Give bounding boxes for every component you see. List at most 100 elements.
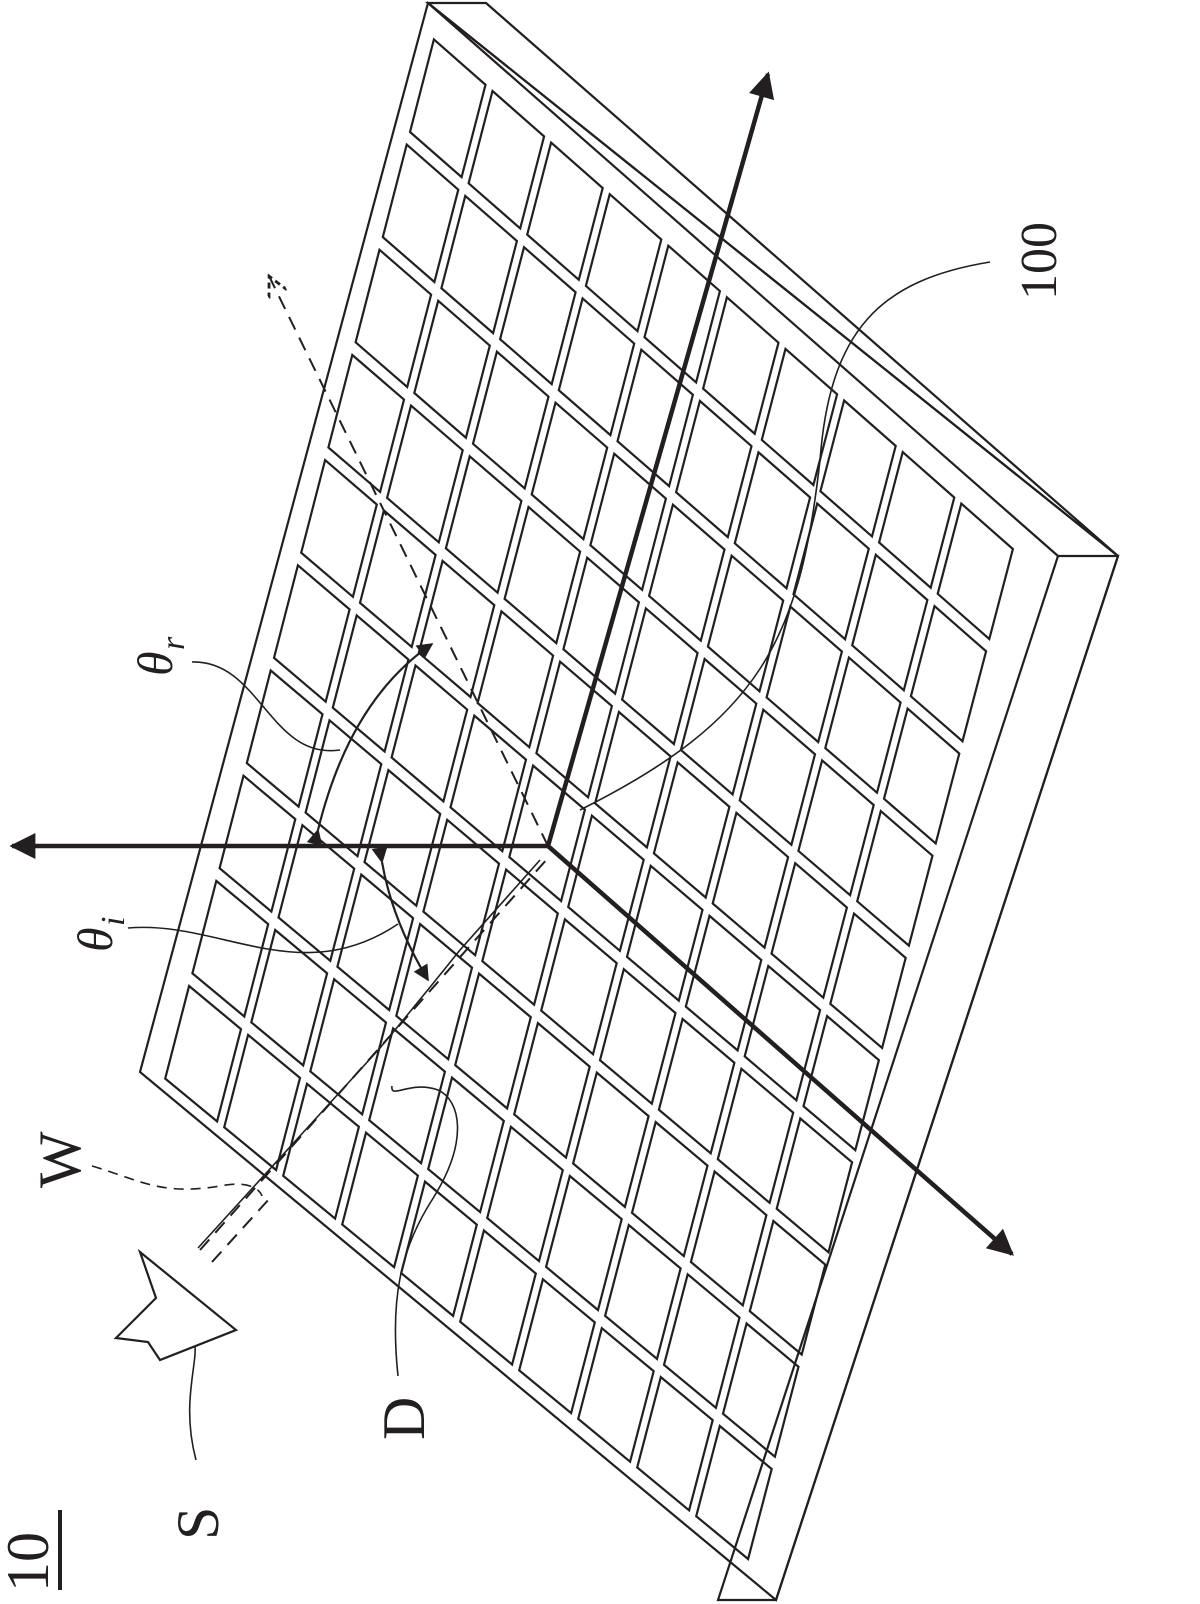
unit-cell: [476, 609, 555, 750]
label-d: D: [371, 1397, 437, 1440]
unit-cell: [530, 400, 609, 542]
unit-cell: [417, 558, 496, 699]
svg-text:θ: θ: [67, 927, 123, 952]
unit-cell: [250, 928, 329, 1068]
unit-cell: [399, 1179, 479, 1318]
unit-cell: [694, 1424, 773, 1561]
label-w: W: [27, 1131, 93, 1188]
unit-cell: [340, 1130, 420, 1270]
unit-cell: [792, 501, 871, 642]
panel-top-face: [138, 1, 1120, 1602]
unit-cell: [367, 1026, 447, 1166]
unit-cell: [222, 1032, 302, 1172]
label-s: S: [165, 1507, 231, 1540]
unit-cell: [647, 502, 726, 643]
unit-cell: [738, 707, 817, 847]
unit-cell: [760, 346, 839, 487]
unit-cell: [635, 1375, 714, 1513]
unit-cell: [571, 1070, 650, 1209]
axis-vertical: [545, 71, 775, 847]
unit-cell: [544, 1174, 623, 1312]
theta-i-arc: [371, 846, 429, 982]
unit-cell: [584, 192, 663, 334]
unit-cell: [765, 604, 844, 744]
label-theta-i: θ i: [67, 917, 132, 952]
unit-cell: [701, 295, 780, 436]
leader-100: [579, 261, 991, 811]
unit-cell: [481, 867, 560, 1007]
unit-cell: [679, 657, 758, 797]
unit-cell: [512, 1021, 591, 1160]
unit-cell: [299, 458, 379, 599]
unit-cell: [643, 243, 722, 385]
unit-cell: [620, 606, 699, 746]
unit-cell: [775, 1116, 854, 1255]
unit-cell: [936, 501, 1015, 641]
unit-cell: [674, 399, 753, 540]
unit-cell: [281, 1081, 361, 1221]
theta-r-arc: [306, 643, 434, 846]
unit-cell: [770, 861, 849, 1000]
leader-w: [91, 1165, 263, 1197]
label-100: 100: [1011, 222, 1068, 300]
unit-cell: [498, 245, 577, 387]
unit-cell: [616, 347, 695, 489]
unit-cell: [163, 984, 243, 1124]
svg-text:i: i: [95, 917, 132, 926]
svg-text:10: 10: [0, 1532, 61, 1592]
unit-cell: [576, 1326, 655, 1464]
unit-cell: [539, 917, 618, 1057]
unit-cell: [711, 810, 790, 950]
distance-path: [197, 859, 541, 1249]
panel-edge: [427, 2, 1059, 557]
unit-cell: [471, 349, 550, 491]
unit-cell: [657, 1017, 736, 1156]
unit-cell: [395, 922, 474, 1062]
unit-cell: [245, 668, 324, 809]
unit-cell: [733, 450, 812, 591]
unit-cell: [877, 450, 956, 590]
unit-cell: [748, 1219, 827, 1357]
source-horn-icon: [113, 1248, 239, 1362]
panel-thick-edge-top: [424, 1, 1119, 557]
label-theta-r: θ r: [127, 636, 192, 676]
unit-cell: [485, 1124, 565, 1264]
unit-cell: [598, 967, 677, 1106]
angle-arcs: [306, 643, 434, 982]
unit-cell: [603, 1223, 682, 1361]
incident-wave-lower: [211, 1197, 271, 1263]
unit-cell: [909, 604, 988, 744]
unit-cell: [525, 140, 604, 282]
unit-cell: [218, 773, 297, 914]
unit-cell: [381, 142, 460, 284]
unit-cell: [336, 872, 415, 1012]
unit-cell: [467, 88, 546, 231]
unit-cell: [850, 552, 929, 693]
unit-cell: [557, 296, 636, 438]
leader-lines: [91, 261, 991, 1461]
leader-d: [391, 1085, 459, 1377]
unit-cell: [354, 247, 433, 389]
unit-cell: [797, 758, 875, 898]
unit-cell: [191, 878, 270, 1019]
unit-cell: [413, 298, 492, 440]
coordinate-axes: [9, 71, 1014, 1256]
unit-cell: [593, 710, 672, 850]
figure-number: 10: [0, 1532, 61, 1592]
svg-text:θ: θ: [127, 651, 183, 676]
unit-cell: [824, 655, 902, 795]
unit-cell: [662, 1272, 741, 1410]
svg-text:r: r: [155, 636, 192, 650]
unit-cell-grid: [163, 37, 1015, 1561]
unit-cell: [508, 763, 587, 903]
unit-cell: [716, 1066, 795, 1205]
unit-cell: [652, 760, 731, 900]
leader-theta-r: [191, 661, 341, 752]
unit-cell: [503, 505, 582, 646]
unit-cell: [453, 971, 533, 1111]
leader-theta-i: [127, 923, 399, 954]
unit-cell: [449, 713, 528, 854]
unit-cell: [309, 977, 388, 1117]
unit-cell: [517, 1277, 597, 1416]
